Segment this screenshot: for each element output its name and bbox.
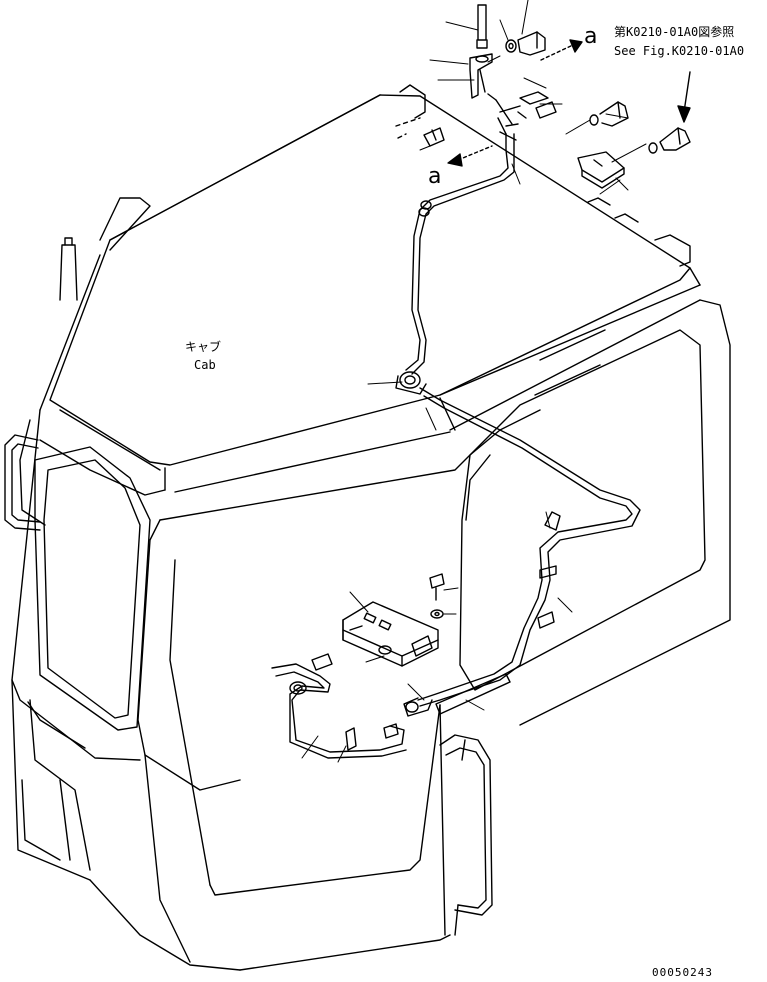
roof-harness — [405, 93, 521, 375]
top-bolt — [505, 31, 546, 56]
cab-roof — [49, 94, 701, 493]
cab-label-japanese: キャブ — [185, 340, 222, 354]
sub-harness — [271, 653, 407, 759]
view-marker-left: a — [428, 164, 442, 189]
reference-arrow — [677, 71, 691, 123]
view-arrow-left — [447, 145, 493, 167]
center-line — [395, 117, 421, 139]
view-marker-top: a — [584, 24, 598, 49]
antenna-rod — [476, 4, 488, 49]
cab-label-english: Cab — [194, 358, 216, 372]
controller-unit — [342, 601, 439, 667]
cab-body — [11, 299, 731, 971]
cab-harness — [403, 387, 641, 717]
left-handrail — [4, 434, 41, 531]
reference-label-japanese: 第K0210-01A0図参照 — [614, 25, 735, 39]
grommet — [395, 371, 427, 395]
roof-clip — [423, 127, 445, 147]
cab-rear-post — [39, 197, 151, 411]
connector-small — [517, 91, 557, 119]
figure-number: 00050243 — [652, 966, 713, 979]
harness-clamp — [537, 511, 561, 629]
roof-clamp-plate — [577, 151, 625, 189]
leader-lines — [301, 0, 647, 763]
roof-corner-blocks — [399, 84, 691, 267]
antenna-bracket — [469, 53, 493, 99]
controller-bolt — [429, 573, 445, 619]
far-right-bolt — [648, 127, 691, 154]
view-arrow-top — [540, 39, 583, 61]
right-bolt — [589, 101, 629, 127]
reference-label-english: See Fig.K0210-01A0 — [614, 44, 745, 58]
harness-tube — [435, 673, 511, 715]
